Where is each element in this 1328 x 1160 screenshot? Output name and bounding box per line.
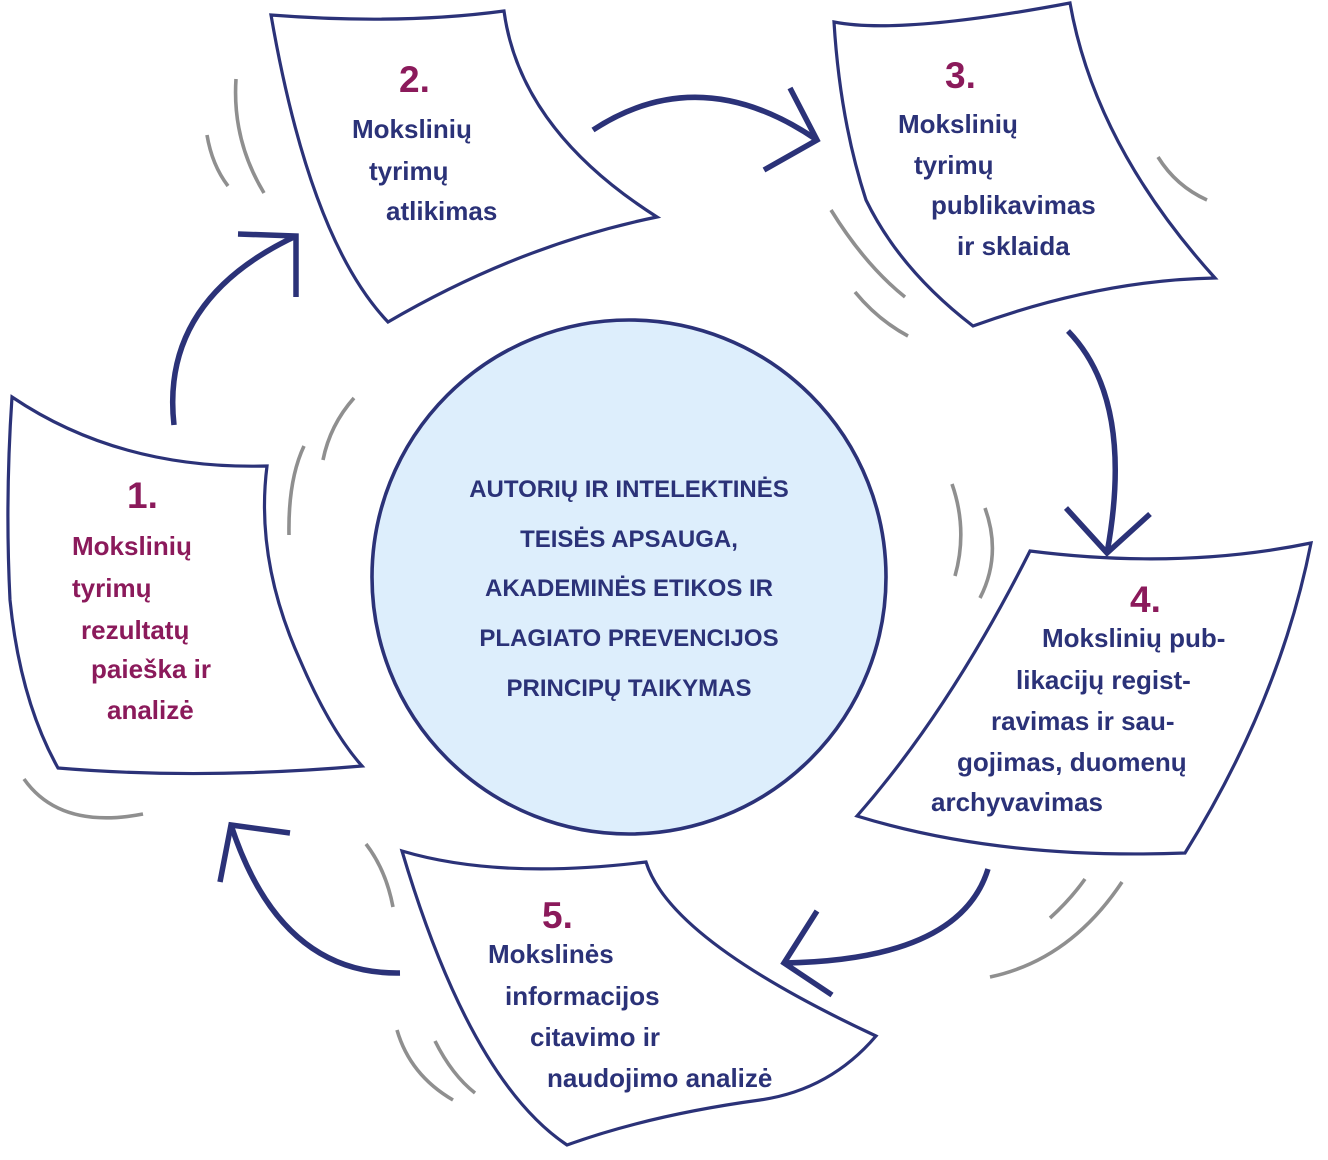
arrowhead-5-to-1 [217, 821, 291, 883]
step-label-line: publikavimas [931, 190, 1096, 220]
arrow-2-to-3 [591, 94, 819, 143]
hub-line: TEISĖS APSAUGA, [520, 526, 738, 553]
step-label-line: informacijos [505, 981, 660, 1011]
arrowhead-4-to-5 [780, 909, 834, 998]
step-number: 1. [127, 475, 158, 516]
motion-line [321, 396, 356, 461]
arrow-1-to-2 [170, 233, 298, 426]
hub-line: AUTORIŲ IR INTELEKTINĖS [469, 476, 789, 503]
step-label-line: paieška ir [91, 654, 211, 684]
step-label-line: Mokslinės [488, 939, 614, 969]
step-label-line: ravimas ir sau- [991, 706, 1175, 736]
motion-line [433, 1040, 477, 1095]
motion-line [205, 134, 230, 188]
motion-line [287, 445, 306, 536]
hub-line: AKADEMINĖS ETIKOS IR [484, 575, 774, 602]
step-label-line: citavimo ir [530, 1022, 661, 1052]
step-label-line: ir sklaida [957, 231, 1070, 261]
motion-line [853, 290, 909, 338]
step-number: 2. [399, 59, 430, 100]
flow-arrows [170, 86, 1152, 998]
motion-line [395, 1029, 454, 1102]
motion-line [978, 507, 995, 599]
step-label-line: archyvavimas [931, 787, 1104, 817]
step-label-line: gojimas, duomenų [957, 747, 1187, 777]
step-number: 3. [945, 55, 976, 96]
hub-line: PRINCIPŲ TAIKYMAS [506, 675, 752, 702]
arrowhead-3-to-4 [1063, 506, 1152, 557]
step-number: 4. [1130, 579, 1161, 620]
motion-line [233, 78, 266, 194]
step-card-5 [399, 848, 879, 1147]
step-card-3 [832, 1, 1219, 328]
motion-line [950, 483, 963, 577]
step-label-line: Mokslinių [72, 531, 192, 561]
motion-line [1048, 877, 1087, 920]
hub-line: PLAGIATO PREVENCIJOS [479, 625, 779, 652]
step-label-line: tyrimų [72, 573, 152, 603]
motion-line [829, 209, 907, 299]
step-label-line: analizė [107, 695, 194, 725]
step-label-line: Mokslinių [898, 109, 1018, 139]
step-card-4 [854, 540, 1314, 856]
motion-line [989, 881, 1124, 979]
step-label-line: atlikimas [386, 196, 498, 226]
motion-line [1156, 156, 1208, 202]
arrow-5-to-1 [228, 824, 401, 976]
step-label-line: rezultatų [81, 615, 190, 645]
arrow-3-to-4 [1066, 329, 1118, 554]
motion-line [364, 842, 395, 908]
step-card-1 [6, 394, 366, 776]
step-label-line: tyrimų [914, 150, 994, 180]
arrowhead-2-to-3 [762, 86, 821, 173]
step-number: 5. [542, 895, 573, 936]
step-label-line: naudojimo analizė [547, 1063, 773, 1093]
motion-lines [22, 78, 1208, 1102]
step-label-line: tyrimų [369, 156, 449, 186]
arrowhead-1-to-2 [237, 231, 299, 297]
step-label-line: Mokslinių pub- [1042, 623, 1226, 653]
step-label-line: likacijų regist- [1016, 665, 1191, 695]
step-label-line: Mokslinių [352, 114, 472, 144]
step-card-2 [269, 9, 662, 325]
motion-line [22, 777, 144, 820]
center-hub-circle [370, 318, 888, 836]
arrow-4-to-5 [783, 868, 991, 966]
